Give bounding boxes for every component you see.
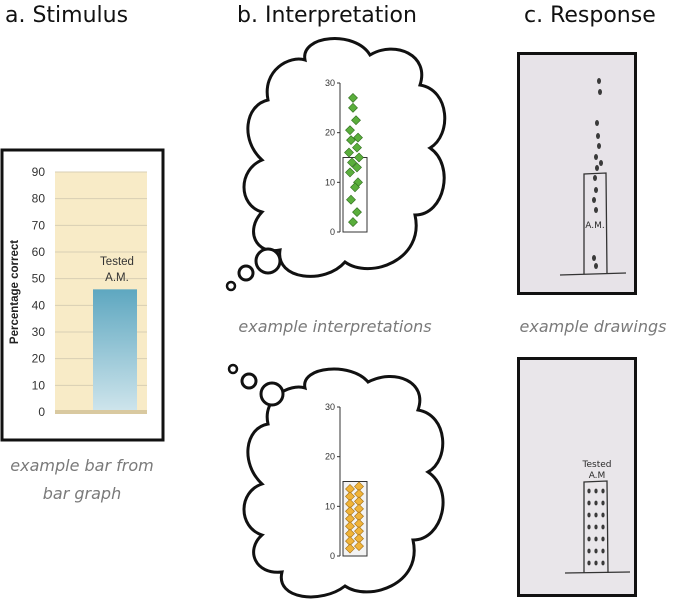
data-marker xyxy=(350,182,360,193)
drawn-dot xyxy=(594,500,598,506)
thought-bubble-medium xyxy=(237,264,255,282)
y-tick-label: 60 xyxy=(32,245,46,259)
thought-bubble-medium xyxy=(240,372,258,390)
drawn-dot xyxy=(601,524,605,530)
bar-base xyxy=(55,410,147,414)
drawn-dot xyxy=(587,488,591,494)
y-tick-label: 40 xyxy=(32,298,46,312)
data-markers xyxy=(344,92,364,227)
drawn-baseline xyxy=(564,571,631,574)
y-tick-label: 50 xyxy=(32,272,46,286)
y-axis-label: Percentage correct xyxy=(9,240,21,344)
drawn-bar xyxy=(583,172,608,275)
data-marker xyxy=(351,115,361,126)
drawn-dot xyxy=(601,560,605,566)
y-tick-label: 0 xyxy=(330,227,335,237)
bar-label-tested: Tested xyxy=(100,256,134,268)
data-marker xyxy=(346,194,356,205)
y-tick-labels: 0 10 20 30 xyxy=(325,402,340,561)
caption-stimulus-2: bar graph xyxy=(43,484,121,503)
y-tick-label: 10 xyxy=(32,378,46,392)
drawn-label-tested: Tested xyxy=(582,460,612,470)
data-marker xyxy=(353,132,363,143)
drawing-photo-top: A.M. xyxy=(517,52,637,295)
data-marker xyxy=(348,217,358,227)
y-tick-labels: 0 10 20 30 xyxy=(325,78,340,237)
drawn-bar-label: A.M. xyxy=(585,221,605,231)
y-tick-label: 0 xyxy=(330,551,335,561)
y-tick-label: 20 xyxy=(325,128,335,138)
drawn-dot xyxy=(601,512,605,518)
stimulus-chart: 0 10 20 30 40 50 60 70 80 90 Tested A.M. Percenta… xyxy=(0,148,165,442)
y-tick-labels: 0 10 20 30 40 50 60 70 80 90 xyxy=(32,165,46,419)
data-marker xyxy=(345,125,355,136)
drawn-dot xyxy=(594,524,598,530)
caption-stimulus-1: example bar from xyxy=(10,456,153,475)
caption-drawings: example drawings xyxy=(520,317,667,336)
drawn-dot xyxy=(601,548,605,554)
drawn-dot xyxy=(594,560,598,566)
data-marker xyxy=(352,162,362,173)
drawn-bar xyxy=(583,480,609,574)
heading-response: c. Response xyxy=(524,3,656,28)
drawing-photo-bottom: Tested A.M xyxy=(517,357,637,597)
drawn-dots xyxy=(587,488,605,566)
y-tick-label: 20 xyxy=(32,352,46,366)
drawn-dot xyxy=(601,488,605,494)
drawn-dot xyxy=(594,536,598,542)
drawn-dot xyxy=(601,536,605,542)
bar-tested-am xyxy=(93,289,137,412)
drawn-dot xyxy=(594,512,598,518)
y-tick-label: 10 xyxy=(325,501,335,511)
y-tick-label: 70 xyxy=(32,218,46,232)
drawn-dot xyxy=(601,500,605,506)
drawn-dot xyxy=(594,548,598,554)
data-marker xyxy=(352,142,362,153)
heading-interpretation: b. Interpretation xyxy=(237,3,417,28)
data-marker xyxy=(347,157,357,168)
thought-bubble-small xyxy=(227,363,239,375)
drawn-dot xyxy=(587,524,591,530)
y-tick-label: 30 xyxy=(325,78,335,88)
drawn-label-am: A.M xyxy=(589,471,606,481)
data-marker xyxy=(346,135,356,146)
y-tick-label: 10 xyxy=(325,177,335,187)
caption-interpretations: example interpretations xyxy=(238,317,431,336)
data-marker xyxy=(354,541,364,551)
drawn-dot xyxy=(594,488,598,494)
paper xyxy=(520,55,634,292)
heading-stimulus: a. Stimulus xyxy=(5,3,128,28)
data-markers xyxy=(345,481,364,554)
thought-cloud-bottom xyxy=(227,363,445,599)
thought-cloud-top xyxy=(225,37,447,292)
data-marker xyxy=(344,147,354,158)
y-tick-label: 0 xyxy=(38,405,45,419)
data-marker xyxy=(352,207,362,218)
drawn-dot xyxy=(587,512,591,518)
data-marker xyxy=(348,92,358,103)
drawn-dot xyxy=(587,536,591,542)
y-tick-label: 20 xyxy=(325,452,335,462)
paper xyxy=(520,360,634,594)
drawn-dot xyxy=(587,500,591,506)
y-tick-label: 30 xyxy=(325,402,335,412)
data-marker xyxy=(345,543,355,554)
drawn-dot xyxy=(587,560,591,566)
thought-bubble-large xyxy=(254,247,282,275)
drawn-baseline xyxy=(559,272,627,276)
thought-bubble-large xyxy=(259,381,285,407)
y-tick-label: 90 xyxy=(32,165,46,179)
data-marker xyxy=(348,102,358,113)
y-tick-label: 30 xyxy=(32,325,46,339)
data-marker xyxy=(354,152,364,163)
interpretation-chart-bottom: 0 10 20 30 xyxy=(325,402,368,561)
data-marker xyxy=(345,167,355,178)
drawn-dot xyxy=(587,548,591,554)
bar-label-am: A.M. xyxy=(105,272,129,284)
interpretation-chart-top: 0 10 20 30 xyxy=(325,78,368,237)
thought-bubble-small xyxy=(225,280,237,292)
y-tick-label: 80 xyxy=(32,192,46,206)
drawn-dots xyxy=(592,78,603,269)
